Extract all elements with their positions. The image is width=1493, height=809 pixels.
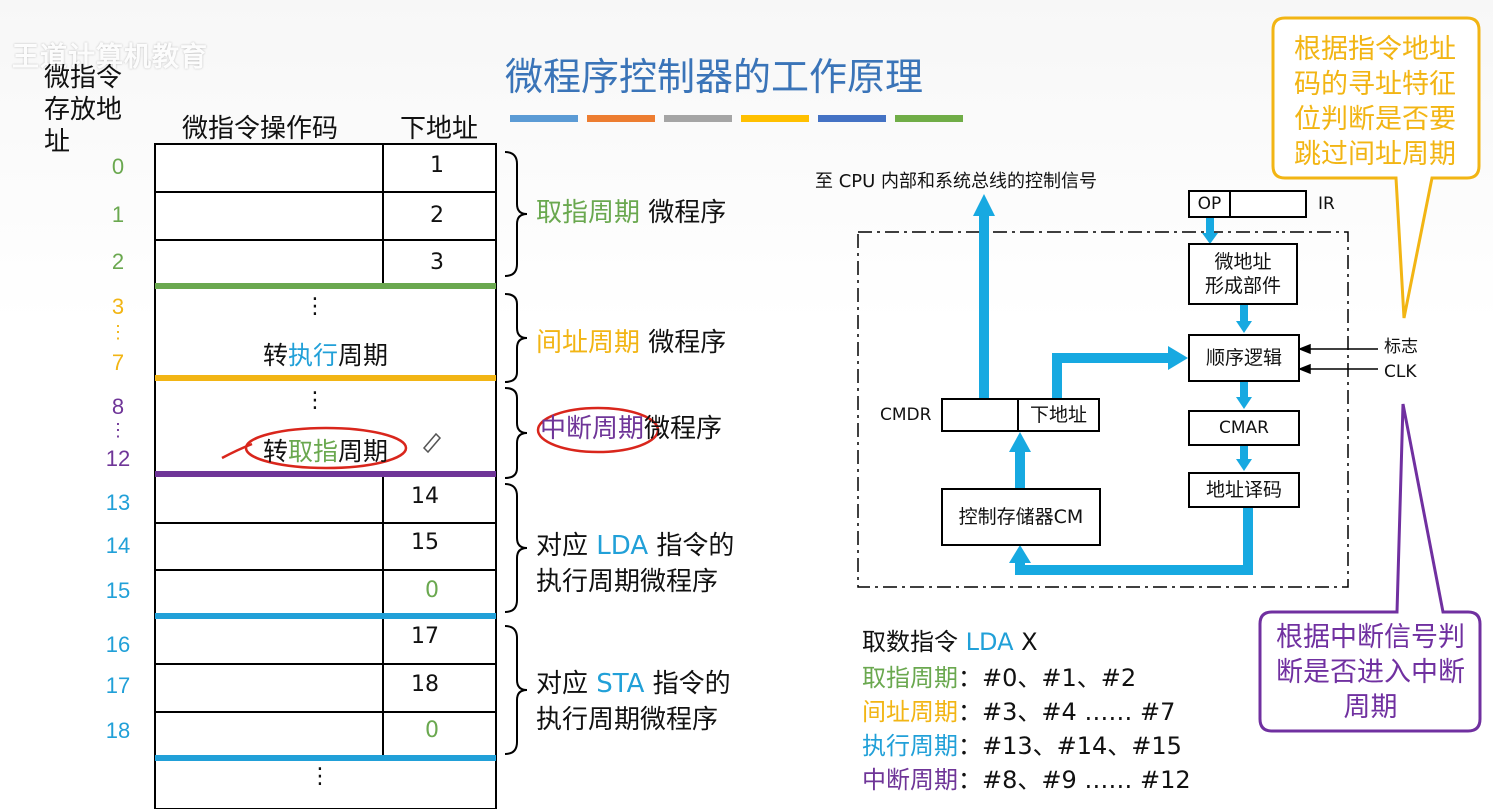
next-addr-cell: 14 bbox=[411, 484, 439, 509]
title-bar-4 bbox=[741, 115, 809, 122]
title-bar-5 bbox=[818, 115, 886, 122]
dots: ⋮ bbox=[304, 294, 326, 319]
lda-label: 对应 LDA 指令的 执行周期微程序 bbox=[536, 531, 735, 597]
opcode-header: 微指令操作码 bbox=[182, 114, 339, 144]
watermark: 王道计算机教育 bbox=[12, 42, 208, 73]
clk-label: CLK bbox=[1384, 362, 1417, 382]
summary-indirect: 间址周期：#3、#4 …… #7 bbox=[862, 698, 1176, 726]
next-addr-field: 下地址 bbox=[1017, 398, 1100, 432]
brace-fetch bbox=[504, 151, 528, 277]
addr-header: 微指令存放地址 bbox=[44, 63, 123, 157]
pencil-icon bbox=[422, 432, 442, 454]
title-bar-6 bbox=[895, 115, 963, 122]
summary-exec: 执行周期：#13、#14、#15 bbox=[862, 732, 1182, 760]
summary-interrupt: 中断周期：#8、#9 …… #12 bbox=[862, 766, 1191, 794]
callout-top-shape bbox=[1271, 16, 1481, 319]
sta-label: 对应 STA 指令的 执行周期微程序 bbox=[536, 669, 731, 735]
addr-1: 1 bbox=[111, 202, 125, 227]
next-addr-cell: 0 bbox=[425, 718, 439, 743]
addr-8: 8 bbox=[111, 394, 125, 419]
summary-fetch: 取指周期：#0、#1、#2 bbox=[862, 664, 1137, 692]
addr-12: 12 bbox=[105, 446, 131, 471]
addr-16: 16 bbox=[105, 632, 131, 657]
addr-2: 2 bbox=[111, 249, 125, 274]
annotation-circle-1 bbox=[244, 426, 408, 470]
next-addr-header: 下地址 bbox=[400, 114, 479, 144]
addr-0: 0 bbox=[111, 154, 125, 179]
op-field: OP bbox=[1188, 190, 1231, 218]
callout-indirect-text: 根据指令地址码的寻址特征位判断是否要跳过间址周期 bbox=[1294, 34, 1456, 170]
summary-heading: 取数指令 LDA X bbox=[862, 628, 1038, 656]
next-addr-cell: 0 bbox=[425, 578, 439, 603]
goto-fetch-cell: 转取指周期 bbox=[262, 437, 389, 466]
micro-addr-gen-box: 微地址形成部件 bbox=[1188, 243, 1298, 305]
addr-17: 17 bbox=[105, 673, 131, 698]
addr-dots-3-7: ⋮ bbox=[109, 322, 127, 342]
callout-interrupt-text: 根据中断信号判断是否进入中断周期 bbox=[1276, 622, 1465, 723]
next-addr-cell: 15 bbox=[411, 530, 439, 555]
next-addr-cell: 17 bbox=[411, 624, 439, 649]
brace-interrupt bbox=[504, 387, 528, 479]
next-addr-cell: 18 bbox=[411, 672, 439, 697]
ir-label: IR bbox=[1318, 194, 1335, 214]
title-bar-1 bbox=[510, 115, 578, 122]
addr-14: 14 bbox=[105, 533, 131, 558]
next-addr-cell: 1 bbox=[430, 153, 444, 178]
brace-indirect bbox=[504, 293, 528, 383]
next-addr-cell: 3 bbox=[430, 250, 444, 275]
cmdr-label: CMDR bbox=[880, 405, 932, 425]
ir-addr-field bbox=[1229, 190, 1307, 218]
callout-bottom-shape bbox=[1258, 403, 1482, 733]
cmdr-control-field bbox=[941, 398, 1019, 432]
next-addr-cell: 2 bbox=[430, 203, 444, 228]
control-memory-box: 控制存储器CM bbox=[941, 488, 1101, 546]
addr-18: 18 bbox=[105, 718, 131, 743]
addr-3: 3 bbox=[111, 294, 125, 319]
dashed-boundary bbox=[857, 231, 1349, 588]
brace-sta bbox=[504, 625, 528, 755]
addr-7: 7 bbox=[111, 350, 125, 375]
indirect-label: 间址周期 微程序 bbox=[536, 328, 727, 358]
brace-lda bbox=[504, 483, 528, 613]
dots: ⋮ bbox=[304, 388, 326, 413]
fetch-label: 取指周期 微程序 bbox=[536, 198, 727, 228]
flags-label: 标志 bbox=[1384, 337, 1418, 357]
dots: ⋮ bbox=[309, 764, 331, 789]
control-signal-label: 至 CPU 内部和系统总线的控制信号 bbox=[815, 171, 1098, 192]
addr-15: 15 bbox=[105, 578, 131, 603]
annotation-stroke bbox=[221, 442, 253, 460]
title-bar-3 bbox=[664, 115, 732, 122]
interrupt-label: 中断周期微程序 bbox=[540, 414, 723, 444]
seq-logic-box: 顺序逻辑 bbox=[1188, 334, 1300, 382]
addr-decode-box: 地址译码 bbox=[1188, 472, 1300, 508]
cmar-box: CMAR bbox=[1188, 410, 1300, 446]
title-bar-2 bbox=[587, 115, 655, 122]
addr-dots-8-12: ⋮ bbox=[109, 420, 127, 440]
annotation-circle-2 bbox=[536, 406, 660, 454]
page-title: 微程序控制器的工作原理 bbox=[505, 55, 924, 99]
addr-13: 13 bbox=[105, 490, 131, 515]
goto-exec-cell: 转执行周期 bbox=[262, 341, 389, 370]
